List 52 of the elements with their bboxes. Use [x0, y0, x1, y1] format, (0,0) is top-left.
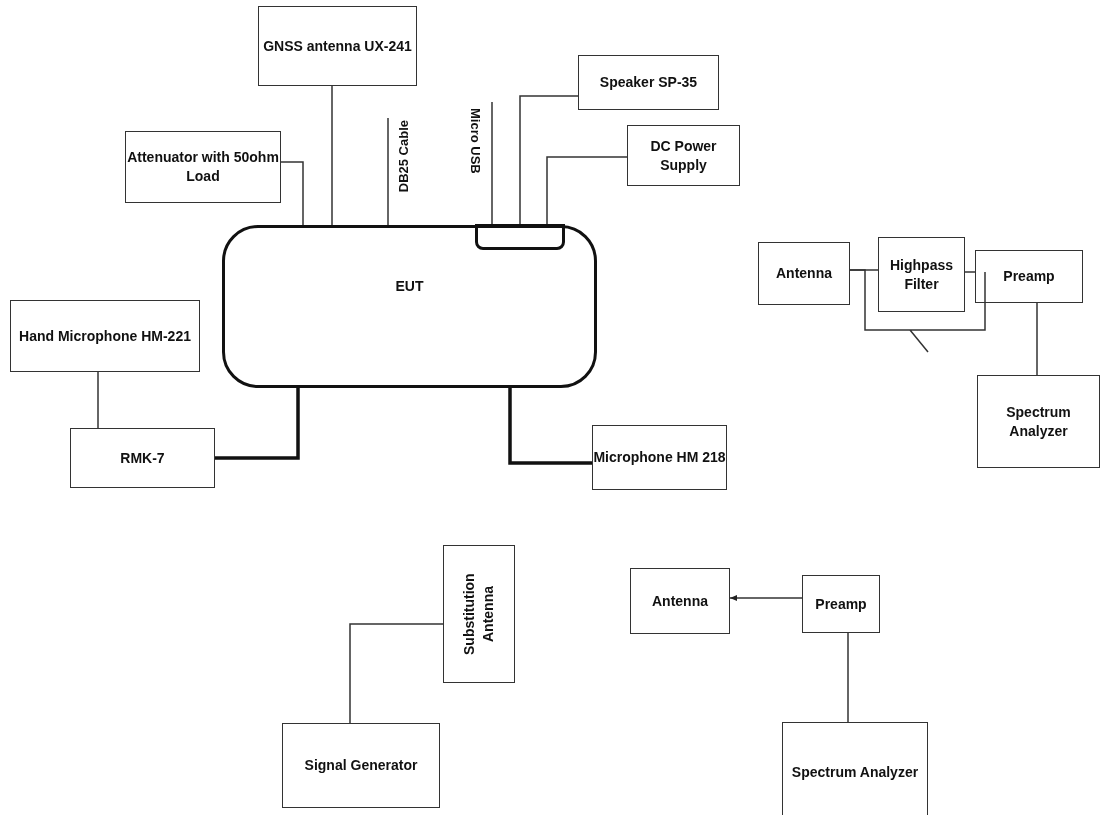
box-label: Substitution Antenna	[460, 572, 497, 657]
cable-line	[519, 95, 579, 225]
device-box	[222, 225, 597, 388]
cable-line	[349, 623, 444, 724]
equipment-box	[758, 242, 850, 305]
cable-line	[546, 156, 628, 225]
equipment-box	[627, 125, 740, 186]
equipment-box	[630, 568, 730, 634]
equipment-box	[878, 237, 965, 312]
box-label: Spectrum Analyzer	[791, 762, 919, 782]
cable-line	[491, 101, 493, 225]
equipment-box	[282, 723, 440, 808]
cable-line	[729, 595, 803, 601]
box-label: Preamp	[1003, 267, 1055, 286]
thick-cable-line	[508, 388, 592, 465]
equipment-box	[10, 300, 200, 372]
box-label: GNSS antenna UX-241	[263, 36, 412, 56]
cable-line	[280, 161, 304, 226]
bypass-switch-line	[849, 269, 986, 353]
cable-line	[387, 117, 389, 226]
box-label: Attenuator with 50ohm Load	[126, 148, 280, 186]
cable-label: DB25 Cable	[396, 120, 411, 193]
cable-line	[97, 371, 99, 429]
connector-panel	[475, 224, 565, 250]
cable-line	[331, 85, 333, 226]
equipment-box	[782, 722, 928, 815]
equipment-box	[125, 131, 281, 203]
cable-line	[847, 632, 849, 723]
box-label: Preamp	[815, 594, 867, 614]
box-label: Speaker SP-35	[599, 73, 698, 92]
box-label: Hand Microphone HM-221	[19, 326, 191, 346]
box-label: RMK-7	[120, 448, 165, 468]
cable-line	[964, 271, 976, 273]
equipment-box	[592, 425, 727, 490]
equipment-box	[258, 6, 417, 86]
box-label: Spectrum Analyzer	[1005, 402, 1072, 441]
box-label: EUT	[395, 277, 424, 296]
equipment-box	[578, 55, 719, 110]
equipment-box	[977, 375, 1100, 468]
box-label: Antenna	[776, 264, 832, 283]
box-label: Signal Generator	[304, 756, 418, 775]
cable-label: Micro USB	[468, 108, 483, 174]
equipment-box	[443, 545, 515, 683]
thick-cable-line	[215, 388, 300, 460]
equipment-box	[70, 428, 215, 488]
box-label: DC Power Supply	[649, 136, 718, 175]
equipment-box	[802, 575, 880, 633]
box-label: Antenna	[652, 591, 708, 611]
equipment-box	[975, 250, 1083, 303]
cable-line	[1036, 302, 1038, 376]
box-label: Microphone HM 218	[593, 448, 726, 467]
box-label: Highpass Filter	[889, 255, 954, 294]
